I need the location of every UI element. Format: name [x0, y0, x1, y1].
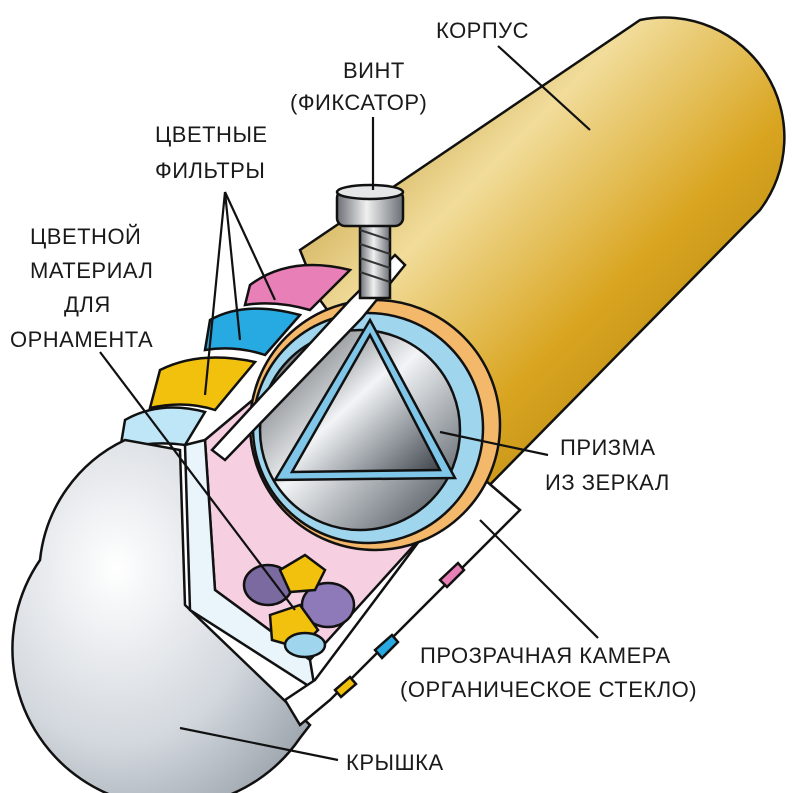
labels: КОРПУС ВИНТ (ФИКСАТОР) ЦВЕТНЫЕ ФИЛЬТРЫ Ц…: [10, 18, 697, 775]
label-filtry-line2: ФИЛЬТРЫ: [155, 158, 265, 183]
label-korpus: КОРПУС: [436, 18, 529, 43]
mirror-prism: [272, 317, 458, 482]
label-filtry-line1: ЦВЕТНЫЕ: [155, 122, 268, 147]
label-kryshka: КРЫШКА: [346, 750, 444, 775]
bracket: [210, 253, 407, 462]
label-material-line1: ЦВЕТНОЙ: [30, 224, 141, 249]
label-vint-line2: (ФИКСАТОР): [290, 90, 427, 115]
leader-lines: [99, 45, 599, 762]
label-prizma-line2: ИЗ ЗЕРКАЛ: [545, 470, 670, 495]
label-kamera-line2: (ОРГАНИЧЕСКОЕ СТЕКЛО): [400, 677, 697, 702]
ornament-pieces: [242, 553, 356, 659]
color-filters: [118, 263, 353, 452]
label-material-line3: ДЛЯ: [64, 292, 111, 317]
label-material-line4: ОРНАМЕНТА: [10, 327, 153, 352]
label-vint-line1: ВИНТ: [343, 58, 405, 83]
label-material-line2: МАТЕРИАЛ: [30, 258, 153, 283]
screw-fixer: [335, 183, 405, 300]
front-cap: [11, 438, 312, 793]
chamber-frame-yellow: [333, 675, 358, 699]
label-kamera-line1: ПРОЗРАЧНАЯ КАМЕРА: [420, 643, 671, 668]
chamber-frame-blue: [373, 633, 400, 660]
filter-blue: [203, 307, 303, 357]
filter-yellow: [148, 356, 258, 412]
chamber-frame-pink: [438, 561, 466, 589]
filter-pink: [243, 263, 353, 312]
label-prizma-line1: ПРИЗМА: [560, 435, 656, 460]
